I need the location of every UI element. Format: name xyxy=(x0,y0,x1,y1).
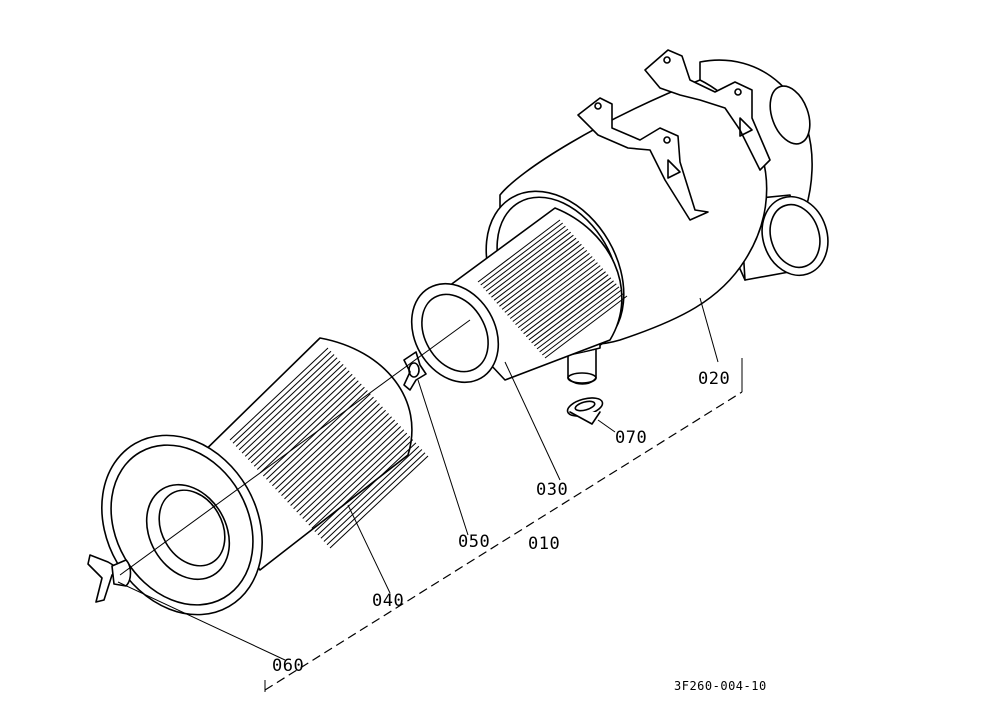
pleat-line xyxy=(269,390,368,483)
pleat-line xyxy=(323,449,423,542)
callout-050: 050 xyxy=(458,532,490,552)
pleat-line xyxy=(477,219,561,283)
pleat-line xyxy=(523,271,606,335)
callout-020: 020 xyxy=(698,369,730,389)
pleat-line xyxy=(311,436,411,529)
pleat-line xyxy=(488,231,572,295)
pleat-line xyxy=(290,413,389,506)
pleat-line xyxy=(293,416,392,510)
pleat-line xyxy=(266,386,365,480)
pleat-line xyxy=(501,247,585,310)
pleat-line xyxy=(525,274,609,338)
pleat-line xyxy=(485,228,569,292)
pleat-line xyxy=(235,354,335,447)
pleat-line xyxy=(320,445,420,539)
pleat-line xyxy=(531,280,614,344)
pleat-line xyxy=(275,396,374,490)
pleat-line xyxy=(533,283,617,347)
pleat-line xyxy=(238,357,338,451)
pleat-line xyxy=(278,400,377,493)
pleat-line xyxy=(250,370,350,464)
pleat-line xyxy=(256,377,356,470)
pleat-line xyxy=(287,409,386,503)
pleat-line xyxy=(244,364,344,457)
pleat-line xyxy=(247,367,347,460)
pleat-line xyxy=(480,222,564,286)
pleat-line xyxy=(329,455,429,549)
pleat-line xyxy=(302,426,402,519)
pleat-line xyxy=(536,286,620,350)
leader-lines xyxy=(117,297,743,692)
callout-040: 040 xyxy=(372,591,404,611)
pleat-line xyxy=(544,295,628,359)
pleat-line xyxy=(496,240,580,304)
pleat-line xyxy=(308,432,408,526)
callout-010: 010 xyxy=(528,534,560,554)
pleat-line xyxy=(509,256,593,319)
pleat-line xyxy=(241,360,341,454)
pleat-line xyxy=(499,243,582,307)
pleat-line xyxy=(253,373,353,467)
evacuator-valve xyxy=(566,397,604,425)
pleat-line xyxy=(491,234,574,298)
drawing-code: 3F260-004-10 xyxy=(674,679,767,693)
pleat-line xyxy=(259,380,359,474)
pleat-line xyxy=(305,429,405,523)
pleat-line xyxy=(229,347,329,441)
pleat-line xyxy=(326,452,426,546)
outer-filter-element xyxy=(101,337,429,616)
pleat-line xyxy=(493,237,577,301)
pleat-line xyxy=(281,403,380,496)
pleat-line xyxy=(517,265,601,328)
pleat-line xyxy=(512,259,596,322)
pleat-line xyxy=(504,250,588,313)
callout-030: 030 xyxy=(536,480,568,500)
pleat-line xyxy=(515,262,598,325)
pleat-line xyxy=(299,422,399,516)
pleat-line xyxy=(262,383,362,477)
wing-nut-050 xyxy=(403,351,427,391)
inner-filter-element xyxy=(410,207,628,384)
pleat-line xyxy=(317,442,417,536)
pleat-line xyxy=(483,225,566,289)
pleat-line xyxy=(541,292,625,356)
pleat-line xyxy=(284,406,383,500)
pleat-line xyxy=(507,253,590,316)
callout-070: 070 xyxy=(615,428,647,448)
pleat-line xyxy=(539,289,622,353)
pleat-line xyxy=(528,277,612,341)
pleat-line xyxy=(520,268,604,331)
callout-060: 060 xyxy=(272,656,304,676)
pleat-line xyxy=(272,393,371,487)
pleat-line xyxy=(232,350,332,444)
wing-nut-060 xyxy=(87,554,132,603)
pleat-line xyxy=(314,439,414,532)
pleat-line xyxy=(296,419,396,513)
